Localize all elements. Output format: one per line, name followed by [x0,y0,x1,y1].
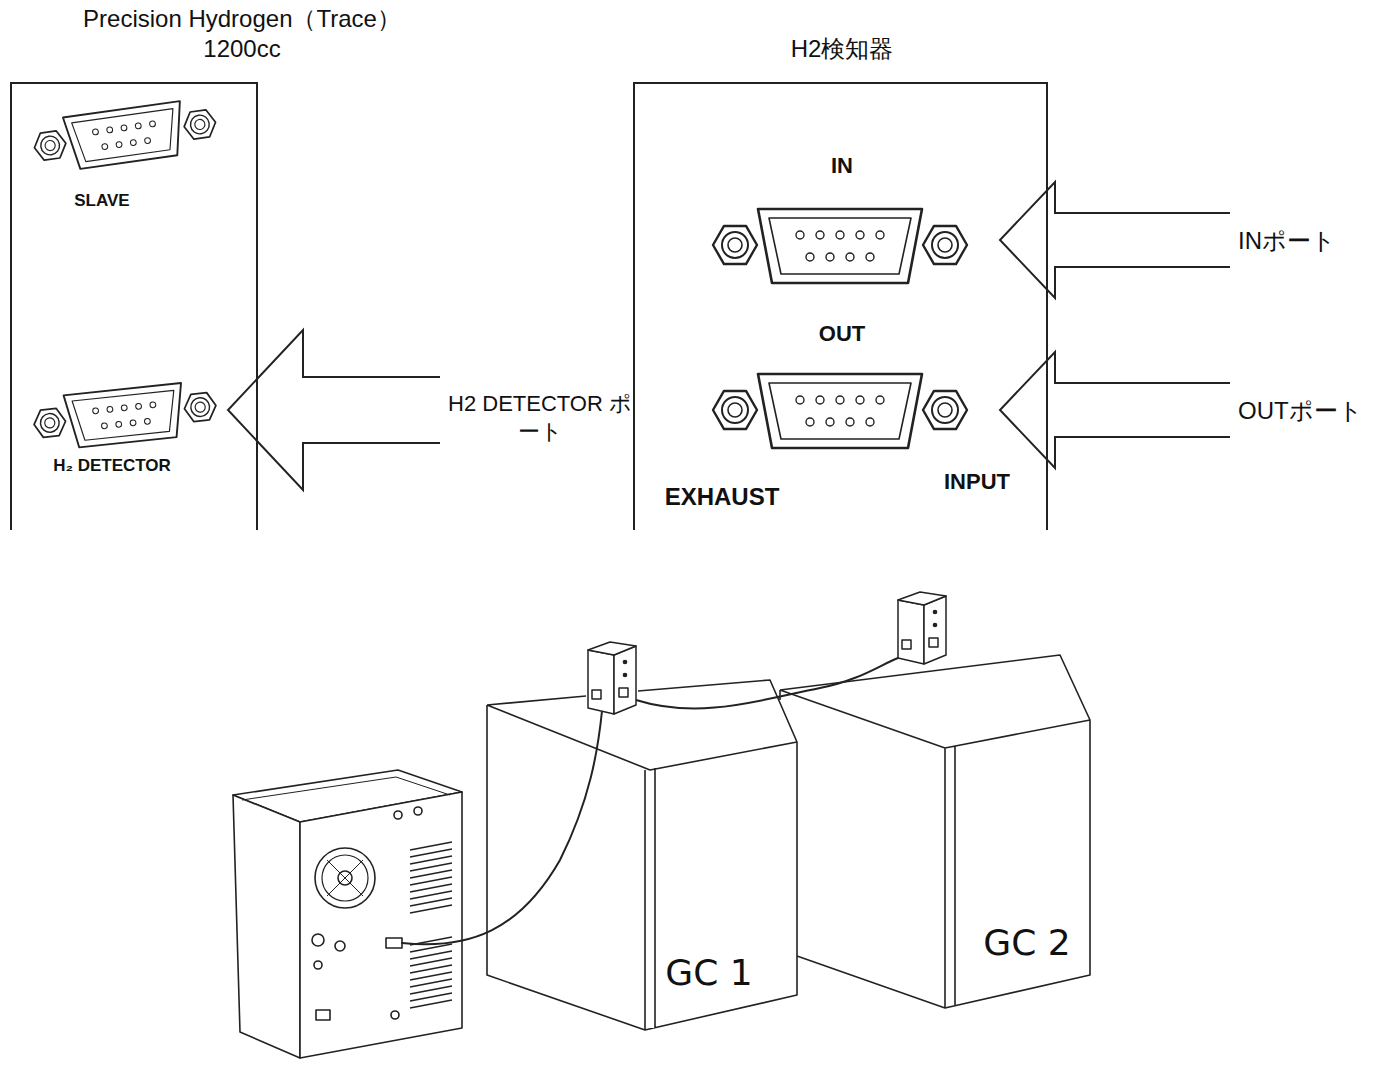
hydrogen-generator [410,842,452,913]
h2-detector [619,688,628,697]
unit-outline [485,675,800,1035]
h2-detector [623,660,626,663]
hydrogen-generator [312,934,324,946]
hydrogen-generator [316,1010,330,1020]
pointer-arrow [228,182,1230,490]
port-name: EXHAUST [665,482,780,512]
callout-label: H2 DETECTOR ポート [440,390,640,445]
pointer-arrow [228,330,440,490]
hydrogen-generator [233,795,300,1058]
h2-detector [614,646,636,714]
h2-detector [933,610,936,613]
slave-connector [31,97,220,175]
h2-detector [588,642,636,714]
h2-detector [588,650,614,714]
hydrogen-generator [327,860,363,896]
hydrogen-generator [386,938,402,948]
port-name: OUT [819,320,865,348]
cable [402,658,898,944]
device-panel: Precision Hydrogen（Trace） 1200ccSLAVEH₂ … [10,82,258,530]
in-connector [713,209,967,283]
hydrogen-generator [322,855,368,901]
hydrogen-generator [233,770,462,1058]
unit-outline [780,655,1090,1008]
port-name: INPUT [944,468,1010,496]
h2-detector [902,640,911,649]
port-name: IN [831,152,853,180]
h2-detector [623,673,626,676]
port-name: SLAVE [74,190,129,211]
h2-detector [898,600,924,664]
detector-connector [31,380,218,452]
unit-label: GC 2 [983,920,1070,965]
h2-detector [898,592,946,605]
hydrogen-generator [314,961,322,969]
hydrogen-generator [410,937,452,1008]
unit-outline [487,680,797,1030]
h2-detector [898,592,946,664]
hydrogen-generator [300,792,462,1058]
callout-label: OUTポート [1238,396,1363,426]
cable [636,658,898,708]
hydrogen-generator [394,811,402,819]
pointer-arrow [1000,352,1230,468]
hydrogen-generator [315,848,375,908]
hydrogen-generator [414,807,422,815]
panel-heading: Precision Hydrogen（Trace） 1200cc [62,4,422,64]
h2-detector [933,623,936,626]
gc-unit: GC 1 [485,675,800,1035]
pointer-arrow [1000,182,1230,298]
h2-detector [929,638,938,647]
hydrogen-generator [242,777,450,800]
port-name: H₂ DETECTOR [53,455,171,476]
device-panel: H2検知器INOUTEXHAUSTINPUT [633,82,1048,530]
h2-detector [588,642,636,655]
h2-detector [924,596,946,664]
panel-heading: H2検知器 [791,34,894,64]
hydrogen-generator [391,1011,399,1019]
out-connector [713,374,967,448]
callout-label: INポート [1238,226,1336,256]
unit-label: GC 1 [665,950,752,995]
hydrogen-generator [335,941,345,951]
cable [402,711,602,944]
gc-unit: GC 2 [775,650,1095,1015]
h2-detector [592,690,601,699]
